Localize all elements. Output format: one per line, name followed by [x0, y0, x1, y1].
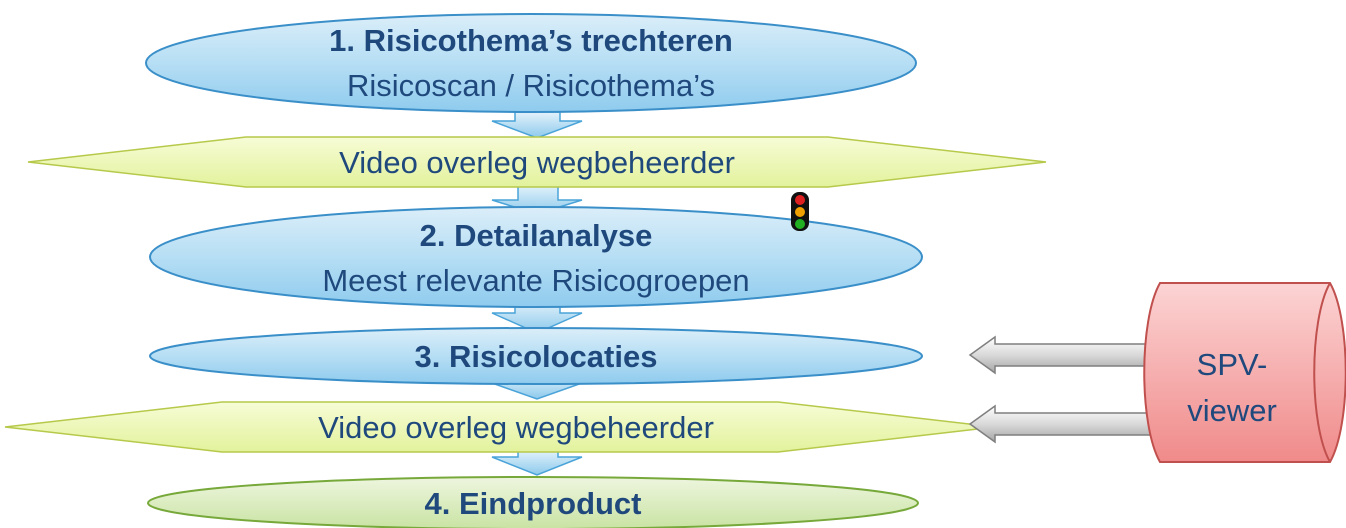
stage-1: 1. Risicothema’s trechteren Risicoscan /… — [145, 13, 917, 113]
traffic-light-icon — [791, 192, 809, 231]
down-arrow-5 — [491, 449, 583, 476]
stage-2-subtitle: Meest relevante Risicogroepen — [322, 263, 749, 298]
stage-4: 4. Eindproduct — [147, 476, 919, 528]
stage-2-title: 2. Detailanalyse — [420, 218, 653, 253]
stage-3: 3. Risicolocaties — [149, 327, 923, 385]
left-arrow-2 — [968, 404, 1159, 444]
down-arrow-1 — [491, 111, 583, 139]
spv-viewer-line2: viewer — [1187, 393, 1277, 428]
left-arrow-1 — [968, 335, 1159, 375]
stage-2: 2. Detailanalyse Meest relevante Risicog… — [149, 206, 923, 308]
spv-viewer-line1: SPV- — [1197, 347, 1268, 382]
meeting-1-label: Video overleg wegbeheerder — [339, 145, 735, 180]
meeting-band-1: Video overleg wegbeheerder — [27, 136, 1047, 188]
stage-1-title: 1. Risicothema’s trechteren — [329, 23, 733, 58]
stage-1-subtitle: Risicoscan / Risicothema’s — [347, 68, 715, 103]
meeting-band-2: Video overleg wegbeheerder — [4, 401, 996, 453]
spv-viewer-storage: SPV- viewer — [1143, 282, 1346, 463]
stage-4-title: 4. Eindproduct — [425, 486, 642, 521]
meeting-2-label: Video overleg wegbeheerder — [318, 410, 714, 445]
stage-3-title: 3. Risicolocaties — [415, 339, 658, 374]
